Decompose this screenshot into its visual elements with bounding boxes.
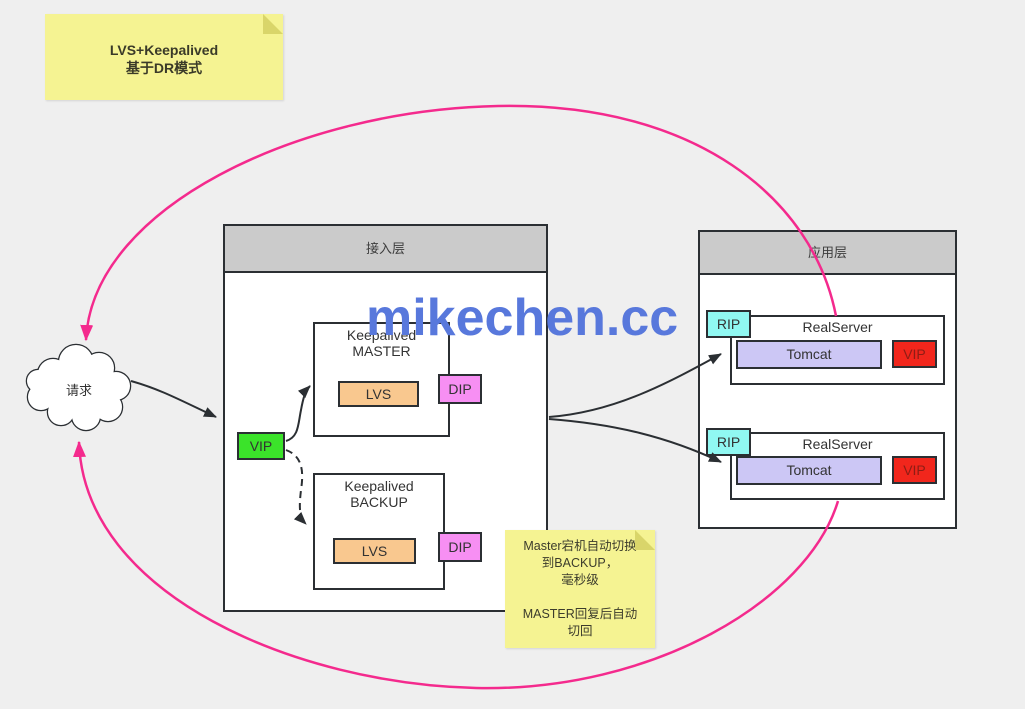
backup-lvs-chip: LVS [333, 538, 416, 564]
realserver-2-rip-chip: RIP [706, 428, 751, 456]
failover-note-line [505, 589, 655, 606]
backup-dip-chip: DIP [438, 532, 482, 562]
failover-note-line: Master宕机自动切换 [523, 539, 637, 553]
realserver-1-label: RealServer [802, 319, 873, 335]
title-note-line2: 基于DR模式 [125, 60, 203, 76]
failover-note-line: MASTER回复后自动 [522, 607, 638, 621]
vip-chip: VIP [237, 432, 285, 460]
note-fold-icon [263, 14, 283, 34]
realserver-2-label: RealServer [802, 436, 873, 452]
failover-note-line: 毫秒级 [561, 573, 599, 587]
realserver-1-rip-chip: RIP [706, 310, 751, 338]
realserver-1-vip-chip: VIP [892, 340, 937, 368]
access-layer-header: 接入层 [225, 226, 546, 273]
keepalived-backup-box: Keepalived BACKUP [313, 473, 445, 590]
failover-note-line: 切回 [567, 624, 593, 638]
request-cloud-label: 请求 [66, 383, 92, 398]
request-cloud: 请求 [25, 343, 132, 432]
title-note: LVS+Keepalived 基于DR模式 [45, 14, 283, 100]
request-arrow [130, 380, 217, 418]
app-layer-header: 应用层 [700, 232, 955, 275]
failover-note-line: 到BACKUP， [541, 556, 619, 570]
keepalived-backup-title: Keepalived BACKUP [344, 478, 414, 510]
lvs-to-realserver-1-arrow [548, 353, 722, 418]
realserver-2-tomcat-chip: Tomcat [736, 456, 882, 485]
lvs-to-realserver-2-arrow [548, 418, 722, 463]
failover-note: Master宕机自动切换 到BACKUP， 毫秒级 MASTER回复后自动 切回 [505, 530, 655, 648]
realserver-2-vip-chip: VIP [892, 456, 937, 484]
title-note-line1: LVS+Keepalived [109, 42, 219, 58]
master-lvs-chip: LVS [338, 381, 419, 407]
watermark-text: mikechen.cc [366, 289, 679, 347]
note-fold-icon [635, 530, 655, 550]
realserver-1-tomcat-chip: Tomcat [736, 340, 882, 369]
master-dip-chip: DIP [438, 374, 482, 404]
